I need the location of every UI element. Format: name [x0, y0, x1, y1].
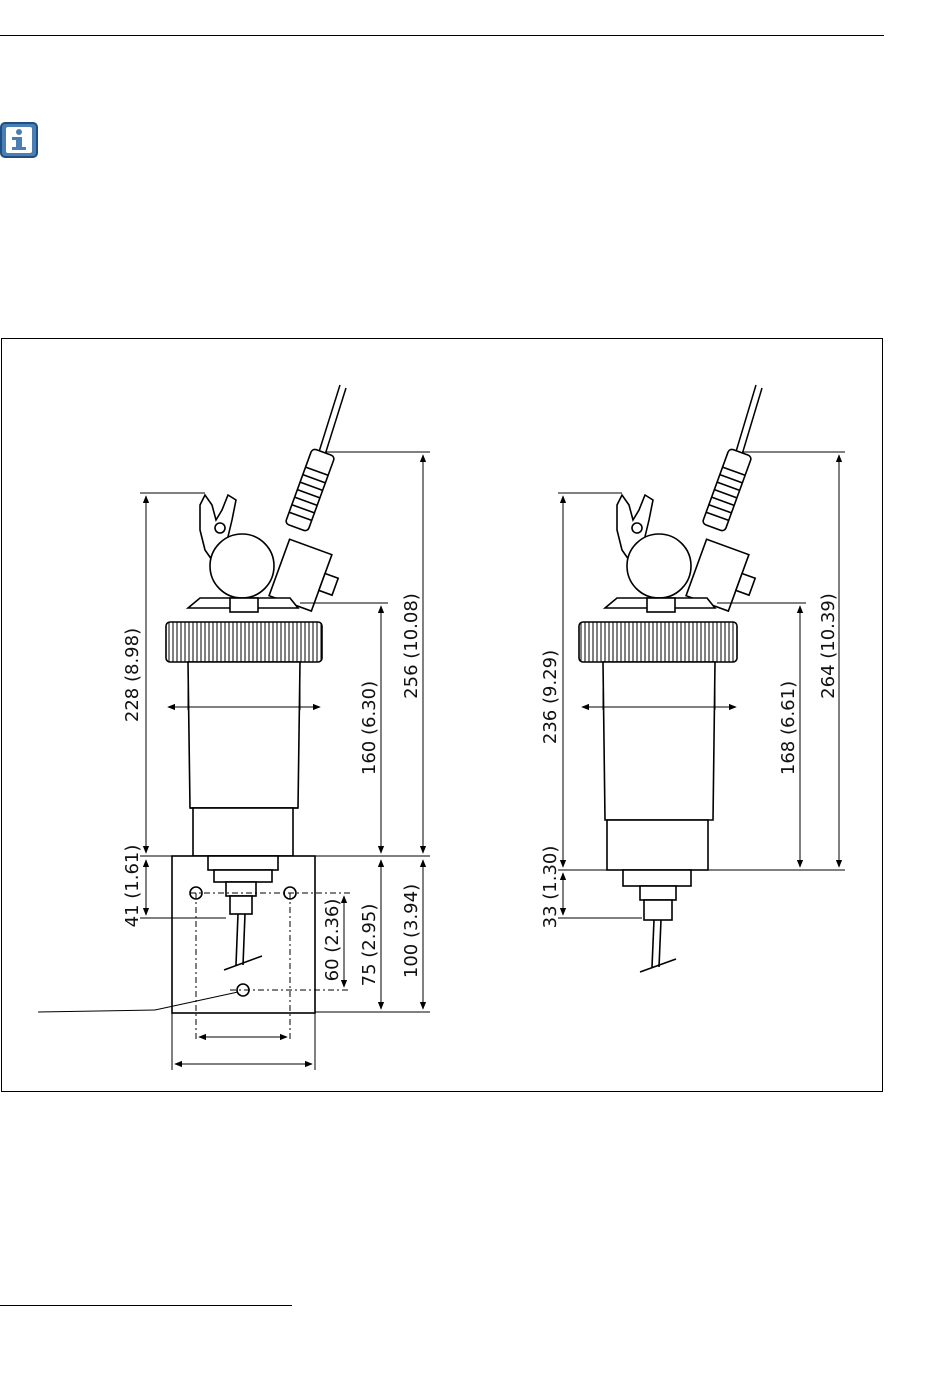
dim-right-33: 33 (1.30)	[540, 846, 561, 929]
dim-left-100: 100 (3.94)	[401, 884, 422, 978]
dim-left-228: 228 (8.98)	[122, 628, 143, 722]
dim-right-236: 236 (9.29)	[540, 650, 561, 744]
dim-right-168: 168 (6.61)	[778, 681, 799, 775]
dim-left-41: 41 (1.61)	[122, 845, 143, 928]
footnote-rule	[0, 1305, 292, 1306]
dim-left-256: 256 (10.08)	[401, 593, 422, 699]
dim-left-160: 160 (6.30)	[359, 681, 380, 775]
right-device-drawing	[579, 385, 762, 972]
dim-left-75: 75 (2.95)	[359, 904, 380, 987]
left-callout-leader	[38, 1010, 155, 1012]
dim-right-264: 264 (10.39)	[818, 593, 839, 699]
left-device-drawing	[166, 385, 346, 1013]
dim-left-60: 60 (2.36)	[322, 899, 343, 982]
